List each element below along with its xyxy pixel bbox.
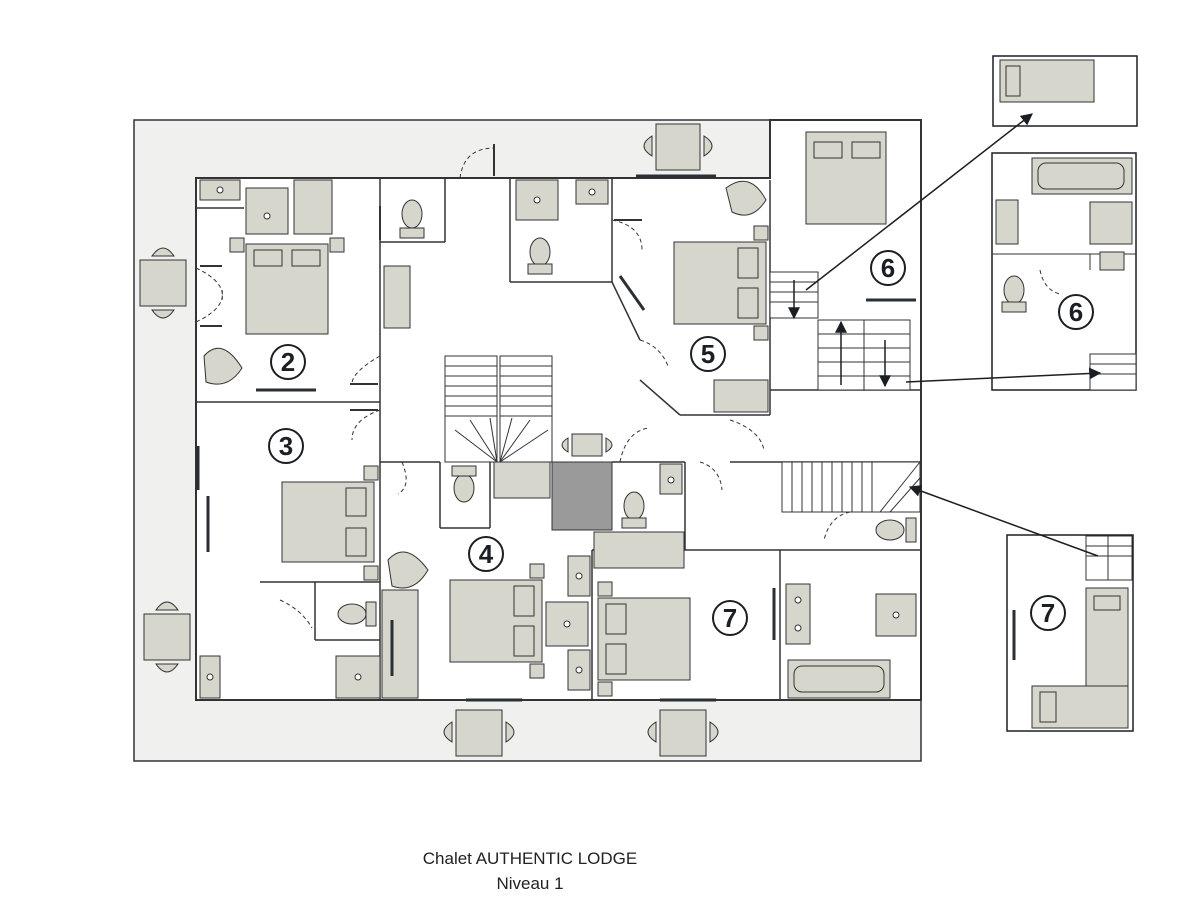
svg-text:7: 7	[723, 603, 737, 633]
svg-text:7: 7	[1041, 598, 1055, 628]
bathroom-fixtures	[199, 179, 917, 699]
detail-panel-room6: 6	[991, 152, 1137, 391]
svg-text:3: 3	[279, 431, 293, 461]
landing-table	[561, 433, 613, 457]
bed-room3	[281, 465, 379, 581]
svg-text:4: 4	[479, 539, 494, 569]
detail-panel-top	[992, 55, 1138, 127]
room-badge-4: 4	[468, 536, 504, 572]
main-staircase	[444, 355, 553, 463]
leader-arrow-room7	[908, 485, 1099, 557]
bed-room2	[229, 237, 345, 335]
windows	[196, 174, 916, 702]
bed-room6	[805, 131, 887, 225]
terrace-table-top	[643, 123, 713, 171]
right-staircase	[781, 461, 921, 513]
svg-text:5: 5	[701, 339, 715, 369]
room-badge-2: 2	[270, 344, 306, 380]
room-badge-6: 6	[870, 250, 906, 286]
stair-core	[551, 461, 613, 531]
bed-room4	[449, 563, 545, 679]
detail-panel-room7: 7	[1006, 534, 1134, 732]
plan-caption-subtitle: Niveau 1	[496, 874, 564, 893]
bed-room7	[597, 581, 691, 697]
armchair-room4	[387, 551, 429, 589]
room-badge-7: 7	[712, 600, 748, 636]
terrace-table-bottom-right	[647, 709, 719, 757]
terrace-table-bottom-left	[443, 709, 515, 757]
room-badge-5: 5	[690, 336, 726, 372]
doors	[195, 147, 851, 629]
leader-arrow-top	[805, 113, 1033, 291]
leader-arrow-room6	[905, 367, 1102, 383]
door-leaves	[200, 144, 642, 411]
svg-text:2: 2	[281, 347, 295, 377]
bed-room5	[673, 225, 769, 341]
svg-text:6: 6	[881, 253, 895, 283]
terrace-table-left-bottom	[143, 601, 191, 673]
armchair-room5	[725, 180, 767, 216]
terrace-table-left-top	[139, 247, 187, 319]
svg-text:6: 6	[1069, 297, 1083, 327]
plan-caption-title: Chalet AUTHENTIC LODGE	[422, 849, 638, 868]
room-badge-3: 3	[268, 428, 304, 464]
armchair-room2	[203, 347, 243, 385]
